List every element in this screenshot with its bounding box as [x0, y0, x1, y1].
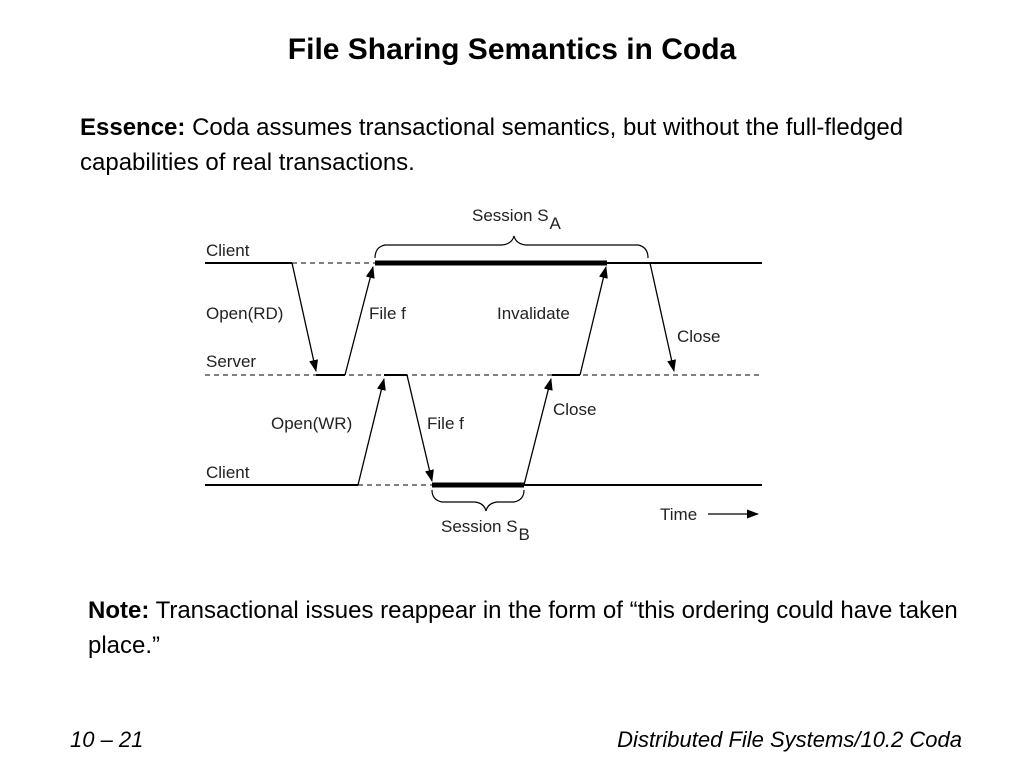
essence-text: Coda assumes transactional semantics, bu… — [80, 114, 904, 176]
label-time: Time — [660, 505, 697, 524]
label-session-a: Session SA — [472, 206, 562, 233]
arrow-invalidate — [579, 266, 608, 376]
label-close-bottom: Close — [553, 400, 596, 419]
note-paragraph: Note: Transactional issues reappear in t… — [88, 593, 968, 663]
page-title: File Sharing Semantics in Coda — [287, 33, 737, 66]
arrow-close-top — [649, 262, 677, 372]
note-label: Note: — [88, 597, 150, 624]
arrow-open-wr — [357, 378, 386, 486]
label-client-top: Client — [206, 241, 250, 260]
label-session-b: Session SB — [441, 517, 530, 544]
label-file-f-top: File f — [369, 304, 406, 323]
label-open-rd: Open(RD) — [206, 304, 283, 323]
essence-label: Essence: — [80, 114, 186, 141]
arrow-close-bottom — [523, 378, 553, 486]
label-file-f-bottom: File f — [427, 414, 464, 433]
label-server: Server — [206, 352, 256, 371]
note-text: Transactional issues reappear in the for… — [88, 597, 958, 659]
label-open-wr: Open(WR) — [271, 414, 352, 433]
label-close-top: Close — [677, 327, 720, 346]
arrow-open-rd — [291, 262, 319, 372]
essence-paragraph: Essence: Coda assumes transactional sema… — [80, 110, 960, 180]
footer-section: Distributed File Systems/10.2 Coda — [617, 727, 962, 752]
session-a-brace — [374, 235, 649, 259]
arrow-file-f-top — [344, 266, 375, 376]
footer-page-number: 10 – 21 — [70, 727, 144, 752]
label-invalidate: Invalidate — [497, 304, 570, 323]
session-b-brace — [431, 489, 525, 512]
arrow-file-f-bottom — [406, 374, 434, 482]
label-client-bottom: Client — [206, 463, 250, 482]
